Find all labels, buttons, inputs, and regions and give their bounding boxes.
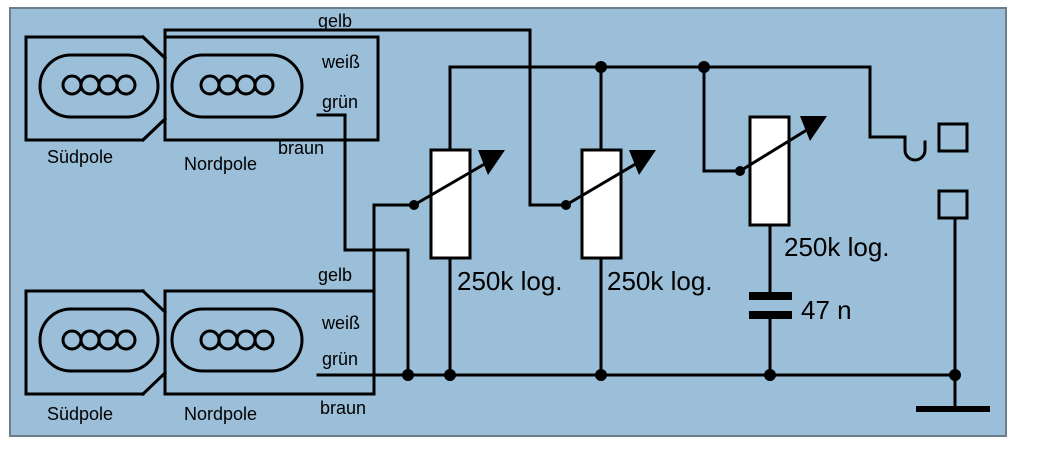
top-north-label: Nordpole: [184, 154, 257, 174]
volume-pot-1: [409, 148, 505, 260]
wire-top-yellow: [163, 28, 568, 207]
junction-dots: [402, 61, 961, 381]
volume-pot-2: [561, 148, 656, 260]
jack-tip-hook: [903, 135, 927, 162]
diagram-background: [9, 7, 1007, 437]
top-south-label: Südpole: [47, 147, 113, 167]
bottom-north-coil: [170, 307, 304, 373]
bottom-south-label: Südpole: [47, 404, 113, 424]
top-wire-brown-label: braun: [278, 138, 324, 158]
top-humbucker-pickup: [24, 34, 380, 143]
top-wire-white-label: weiß: [321, 52, 360, 72]
bottom-wire-green-label: grün: [322, 349, 358, 369]
bottom-wire-brown-label: braun: [320, 398, 366, 418]
tone-pot-value-label: 250k log.: [784, 232, 890, 262]
top-wire-yellow-label: gelb: [318, 11, 352, 31]
pot-2-value-label: 250k log.: [607, 266, 713, 296]
output-jack: [937, 122, 969, 220]
bottom-wire-white-label: weiß: [321, 313, 360, 333]
bottom-north-label: Nordpole: [184, 404, 257, 424]
capacitor: [749, 292, 792, 319]
wire-top-rail: [448, 65, 907, 150]
wire-bottom-yellow: [372, 203, 416, 293]
tone-pot: [735, 115, 827, 227]
bottom-wire-yellow-label: gelb: [318, 265, 352, 285]
top-wire-green-label: grün: [322, 92, 358, 112]
top-north-coil: [170, 53, 304, 119]
wire-top-green: [316, 113, 410, 377]
bottom-humbucker-pickup: [24, 288, 376, 397]
top-south-coil: [38, 53, 160, 119]
pot-1-value-label: 250k log.: [457, 266, 563, 296]
capacitor-value-label: 47 n: [801, 295, 852, 325]
bottom-south-coil: [38, 307, 160, 373]
